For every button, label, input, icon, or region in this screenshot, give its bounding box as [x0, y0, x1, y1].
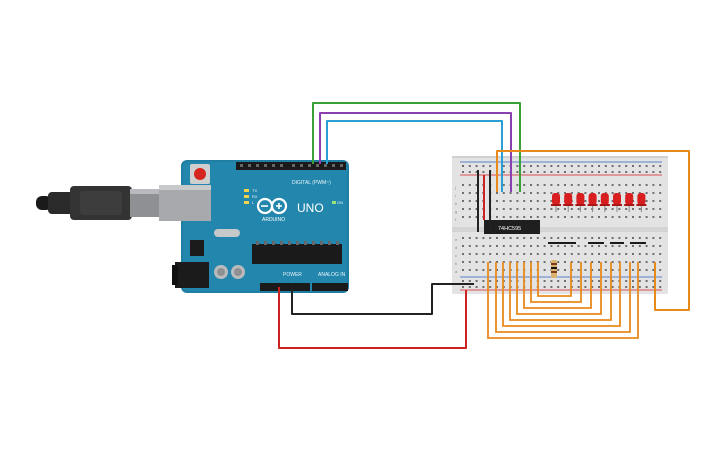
crystal	[214, 229, 240, 237]
row-letter: b	[455, 261, 458, 266]
resistor[interactable]	[551, 260, 557, 278]
row-letter: e	[455, 237, 458, 242]
wire-red-5v	[278, 287, 467, 349]
power-jack	[175, 262, 209, 288]
row-letter: h	[455, 201, 457, 206]
shift-register-chip[interactable]: 74HC595	[484, 220, 540, 234]
rx-label: RX	[252, 194, 258, 199]
chip-label: 74HC595	[498, 226, 521, 232]
wires[interactable]	[278, 102, 690, 349]
led[interactable]	[624, 193, 635, 212]
row-letter: d	[455, 245, 457, 250]
led[interactable]	[599, 193, 610, 212]
row-letter: g	[455, 209, 457, 214]
tx-label: TX	[252, 188, 257, 193]
led[interactable]	[636, 193, 647, 212]
analog-header	[312, 283, 348, 291]
row-letter: c	[455, 253, 457, 258]
wire-green	[312, 102, 521, 192]
wire-black-gnd	[291, 283, 474, 315]
usb-socket	[159, 185, 211, 221]
row-letter: i	[455, 193, 456, 198]
led[interactable]	[575, 193, 586, 212]
arduino-model: UNO	[297, 201, 324, 215]
wires-orange-outputs[interactable]	[487, 262, 639, 339]
l-label: L	[252, 200, 255, 205]
row-letter: j	[454, 185, 456, 190]
arduino-board[interactable]: DIGITAL (PWM~) ARDUINO UNO TX RX L ON	[159, 160, 349, 293]
wire-cyan	[326, 120, 503, 192]
digital-header	[236, 162, 346, 170]
power-header	[260, 283, 310, 291]
on-label: ON	[337, 200, 343, 205]
analog-label: ANALOG IN	[318, 272, 346, 278]
led[interactable]	[587, 193, 598, 212]
breadboard[interactable]: j i h g f e d c b a	[452, 156, 668, 294]
power-label: POWER	[283, 272, 302, 278]
led[interactable]	[612, 193, 622, 212]
led-row	[551, 193, 647, 212]
arduino-brand: ARDUINO	[262, 217, 285, 223]
wire-purple	[319, 112, 512, 192]
led[interactable]	[551, 193, 561, 212]
row-letter: f	[455, 217, 457, 222]
atmega-chip	[252, 244, 342, 264]
wire-orange-top	[496, 150, 690, 311]
usb-cable	[36, 186, 164, 220]
row-letter: a	[455, 269, 458, 274]
digital-label: DIGITAL (PWM~)	[292, 180, 331, 186]
led[interactable]	[563, 193, 574, 212]
arduino-logo-icon	[256, 197, 288, 215]
